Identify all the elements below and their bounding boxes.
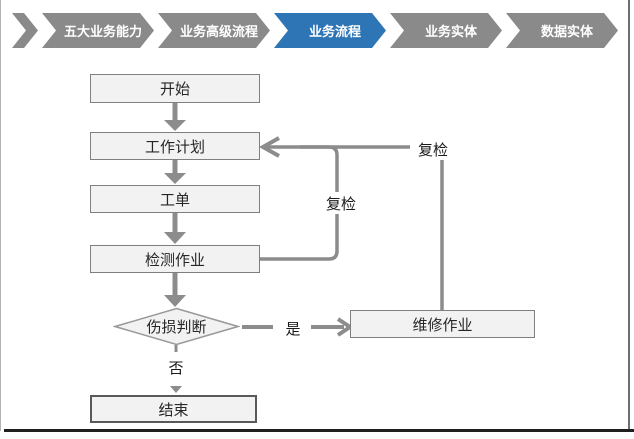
arrow-start-to-plan (164, 103, 186, 131)
slide-border-right (628, 0, 630, 431)
slide-border-left (0, 0, 1, 431)
banner-step-3-active[interactable]: 业务流程 (274, 13, 386, 48)
banner-step-2[interactable]: 业务高级流程 (158, 13, 270, 48)
slide-border-bottom (4, 429, 634, 432)
node-work-plan: 工作计划 (90, 132, 260, 160)
node-work-order: 工单 (90, 185, 260, 213)
label-no: 否 (163, 357, 189, 378)
arrow-plan-to-order (164, 160, 186, 184)
arrow-inspect-to-judge (164, 273, 186, 307)
banner-step-1[interactable]: 五大业务能力 (42, 13, 154, 48)
banner-step-4[interactable]: 业务实体 (390, 13, 502, 48)
process-step-banner: 五大业务能力 业务高级流程 业务流程 业务实体 数据实体 (12, 13, 618, 48)
decision-label: 伤损判断 (146, 319, 207, 336)
label-recheck-inner: 复检 (318, 192, 364, 214)
node-start: 开始 (90, 74, 260, 103)
node-damage-decision: 伤损判断 (113, 307, 240, 346)
node-inspection-job: 检测作业 (90, 245, 260, 273)
node-repair-job: 维修作业 (350, 310, 535, 338)
leading-chevron-icon (12, 13, 38, 48)
node-end: 结束 (90, 395, 257, 423)
diamond-shape-icon (113, 307, 240, 346)
arrowhead-into-plan (258, 136, 280, 158)
label-yes: 是 (280, 318, 306, 338)
arrow-order-to-inspect (164, 213, 186, 244)
label-recheck-outer: 复检 (410, 138, 456, 160)
banner-step-5[interactable]: 数据实体 (506, 13, 618, 48)
loop-repair-to-plan (266, 145, 444, 310)
